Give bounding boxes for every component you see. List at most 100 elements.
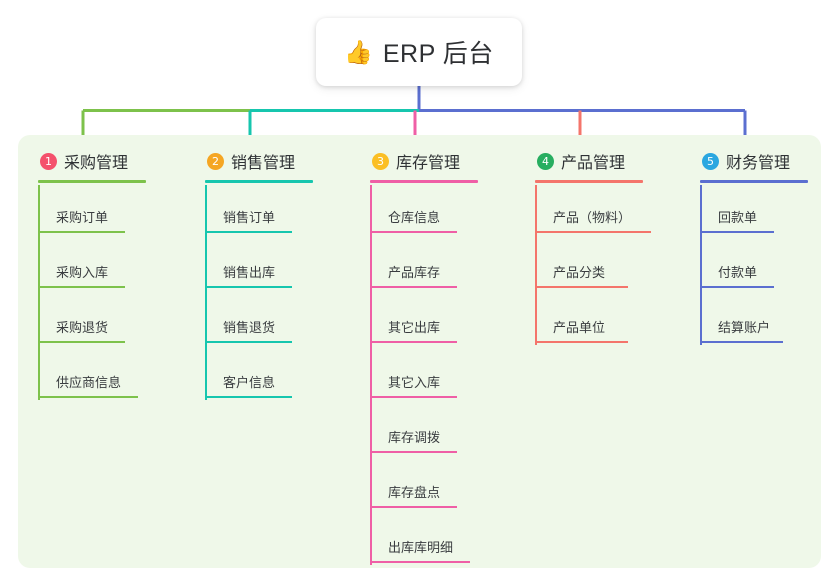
branch-item-label: 产品库存 bbox=[388, 265, 441, 280]
branch-item[interactable]: 库存调拨 bbox=[370, 423, 457, 453]
branch-item-label: 其它入库 bbox=[388, 375, 441, 390]
branch-item-label: 库存盘点 bbox=[388, 485, 441, 500]
branch-item-label: 销售退货 bbox=[223, 320, 276, 335]
branch-item[interactable]: 库存盘点 bbox=[370, 478, 457, 508]
branch-item[interactable]: 回款单 bbox=[700, 203, 774, 233]
branch-underline-1 bbox=[38, 180, 146, 183]
branch-item[interactable]: 产品（物料） bbox=[535, 203, 651, 233]
branch-spine-2 bbox=[205, 185, 207, 400]
branch-item-list-5: 回款单付款单结算账户 bbox=[700, 183, 808, 345]
branch-item-label: 付款单 bbox=[718, 265, 758, 280]
branch-item[interactable]: 产品分类 bbox=[535, 258, 628, 288]
branch-column-2: 2 销售管理销售订单销售出库销售退货客户信息 bbox=[205, 148, 313, 400]
branch-item-list-3: 仓库信息产品库存其它出库其它入库库存调拨库存盘点出库库明细 bbox=[370, 183, 478, 565]
branch-column-5: 5 财务管理回款单付款单结算账户 bbox=[700, 148, 808, 345]
branch-item[interactable]: 客户信息 bbox=[205, 368, 292, 398]
branch-spine-5 bbox=[700, 185, 702, 345]
branch-column-3: 3 库存管理仓库信息产品库存其它出库其它入库库存调拨库存盘点出库库明细 bbox=[370, 148, 478, 565]
branch-underline-2 bbox=[205, 180, 313, 183]
branch-item-underline bbox=[535, 286, 628, 288]
branch-item-underline bbox=[535, 231, 651, 233]
branch-item-list-1: 采购订单采购入库采购退货供应商信息 bbox=[38, 183, 146, 400]
branch-item-list-4: 产品（物料） 产品分类产品单位 bbox=[535, 183, 651, 345]
branch-spine-4 bbox=[535, 185, 537, 345]
branch-item-label: 结算账户 bbox=[718, 320, 771, 335]
branch-item-label: 销售订单 bbox=[223, 210, 276, 225]
branch-item-label: 采购退货 bbox=[56, 320, 109, 335]
branch-badge-3: 3 bbox=[372, 152, 389, 170]
branch-item[interactable]: 供应商信息 bbox=[38, 368, 138, 398]
branch-item[interactable]: 销售出库 bbox=[205, 258, 292, 288]
root-node-card[interactable]: 👍 ERP 后台 bbox=[316, 18, 522, 86]
branch-item-label: 仓库信息 bbox=[388, 210, 441, 225]
branch-badge-4: 4 bbox=[537, 152, 554, 170]
branch-header-1[interactable]: 1 采购管理 bbox=[38, 148, 146, 174]
branch-item[interactable]: 仓库信息 bbox=[370, 203, 457, 233]
branch-item-label: 产品（物料） bbox=[553, 210, 632, 225]
branch-item-list-2: 销售订单销售出库销售退货客户信息 bbox=[205, 183, 313, 400]
branch-item-underline bbox=[38, 231, 125, 233]
branch-item-underline bbox=[205, 396, 292, 398]
branch-item-underline bbox=[205, 341, 292, 343]
branch-item-label: 回款单 bbox=[718, 210, 758, 225]
branch-item-underline bbox=[370, 341, 457, 343]
branch-item-label: 出库库明细 bbox=[388, 540, 454, 555]
branch-spine-3 bbox=[370, 185, 372, 565]
branch-item-underline bbox=[535, 341, 628, 343]
branch-item-underline bbox=[370, 286, 457, 288]
branch-item[interactable]: 采购订单 bbox=[38, 203, 125, 233]
branch-item-underline bbox=[38, 396, 138, 398]
branch-item-underline bbox=[38, 341, 125, 343]
branch-badge-5: 5 bbox=[702, 152, 719, 170]
branch-item-label: 库存调拨 bbox=[388, 430, 441, 445]
root-node-title: ERP 后台 bbox=[382, 40, 494, 68]
branch-item[interactable]: 采购退货 bbox=[38, 313, 125, 343]
branch-item[interactable]: 结算账户 bbox=[700, 313, 783, 343]
branch-item-underline bbox=[38, 286, 125, 288]
branch-item[interactable]: 采购入库 bbox=[38, 258, 125, 288]
branch-item-underline bbox=[370, 396, 457, 398]
branch-item-label: 产品单位 bbox=[553, 320, 606, 335]
branch-item-label: 采购订单 bbox=[56, 210, 109, 225]
branch-title-3: 库存管理 bbox=[396, 155, 461, 172]
branch-header-3[interactable]: 3 库存管理 bbox=[370, 148, 478, 174]
branch-item-underline bbox=[370, 231, 457, 233]
branch-item-underline bbox=[700, 231, 774, 233]
branch-badge-1: 1 bbox=[40, 152, 57, 170]
branch-item-label: 客户信息 bbox=[223, 375, 276, 390]
branch-item-underline bbox=[370, 451, 457, 453]
branch-underline-5 bbox=[700, 180, 808, 183]
branch-item[interactable]: 产品库存 bbox=[370, 258, 457, 288]
branch-item[interactable]: 出库库明细 bbox=[370, 533, 470, 563]
branch-item-underline bbox=[205, 286, 292, 288]
branch-header-2[interactable]: 2 销售管理 bbox=[205, 148, 313, 174]
branch-title-5: 财务管理 bbox=[726, 155, 791, 172]
branch-item-underline bbox=[700, 286, 774, 288]
branch-item-label: 采购入库 bbox=[56, 265, 109, 280]
branch-item-underline bbox=[370, 506, 457, 508]
branch-item[interactable]: 付款单 bbox=[700, 258, 774, 288]
branch-item[interactable]: 产品单位 bbox=[535, 313, 628, 343]
branch-column-1: 1 采购管理采购订单采购入库采购退货供应商信息 bbox=[38, 148, 146, 400]
branch-item[interactable]: 其它入库 bbox=[370, 368, 457, 398]
branch-item[interactable]: 销售退货 bbox=[205, 313, 292, 343]
branch-header-5[interactable]: 5 财务管理 bbox=[700, 148, 808, 174]
branch-badge-2: 2 bbox=[207, 152, 224, 170]
branch-item[interactable]: 销售订单 bbox=[205, 203, 292, 233]
thumbs-up-emoji: 👍 bbox=[344, 38, 373, 65]
branch-spine-1 bbox=[38, 185, 40, 400]
branch-item[interactable]: 其它出库 bbox=[370, 313, 457, 343]
branch-item-label: 供应商信息 bbox=[56, 375, 122, 390]
branch-item-underline bbox=[370, 561, 470, 563]
branch-item-label: 销售出库 bbox=[223, 265, 276, 280]
branch-panel bbox=[18, 135, 821, 568]
branch-item-underline bbox=[205, 231, 292, 233]
branch-item-label: 其它出库 bbox=[388, 320, 441, 335]
branch-underline-4 bbox=[535, 180, 643, 183]
branch-title-2: 销售管理 bbox=[231, 155, 296, 172]
branch-underline-3 bbox=[370, 180, 478, 183]
branch-title-1: 采购管理 bbox=[64, 155, 129, 172]
